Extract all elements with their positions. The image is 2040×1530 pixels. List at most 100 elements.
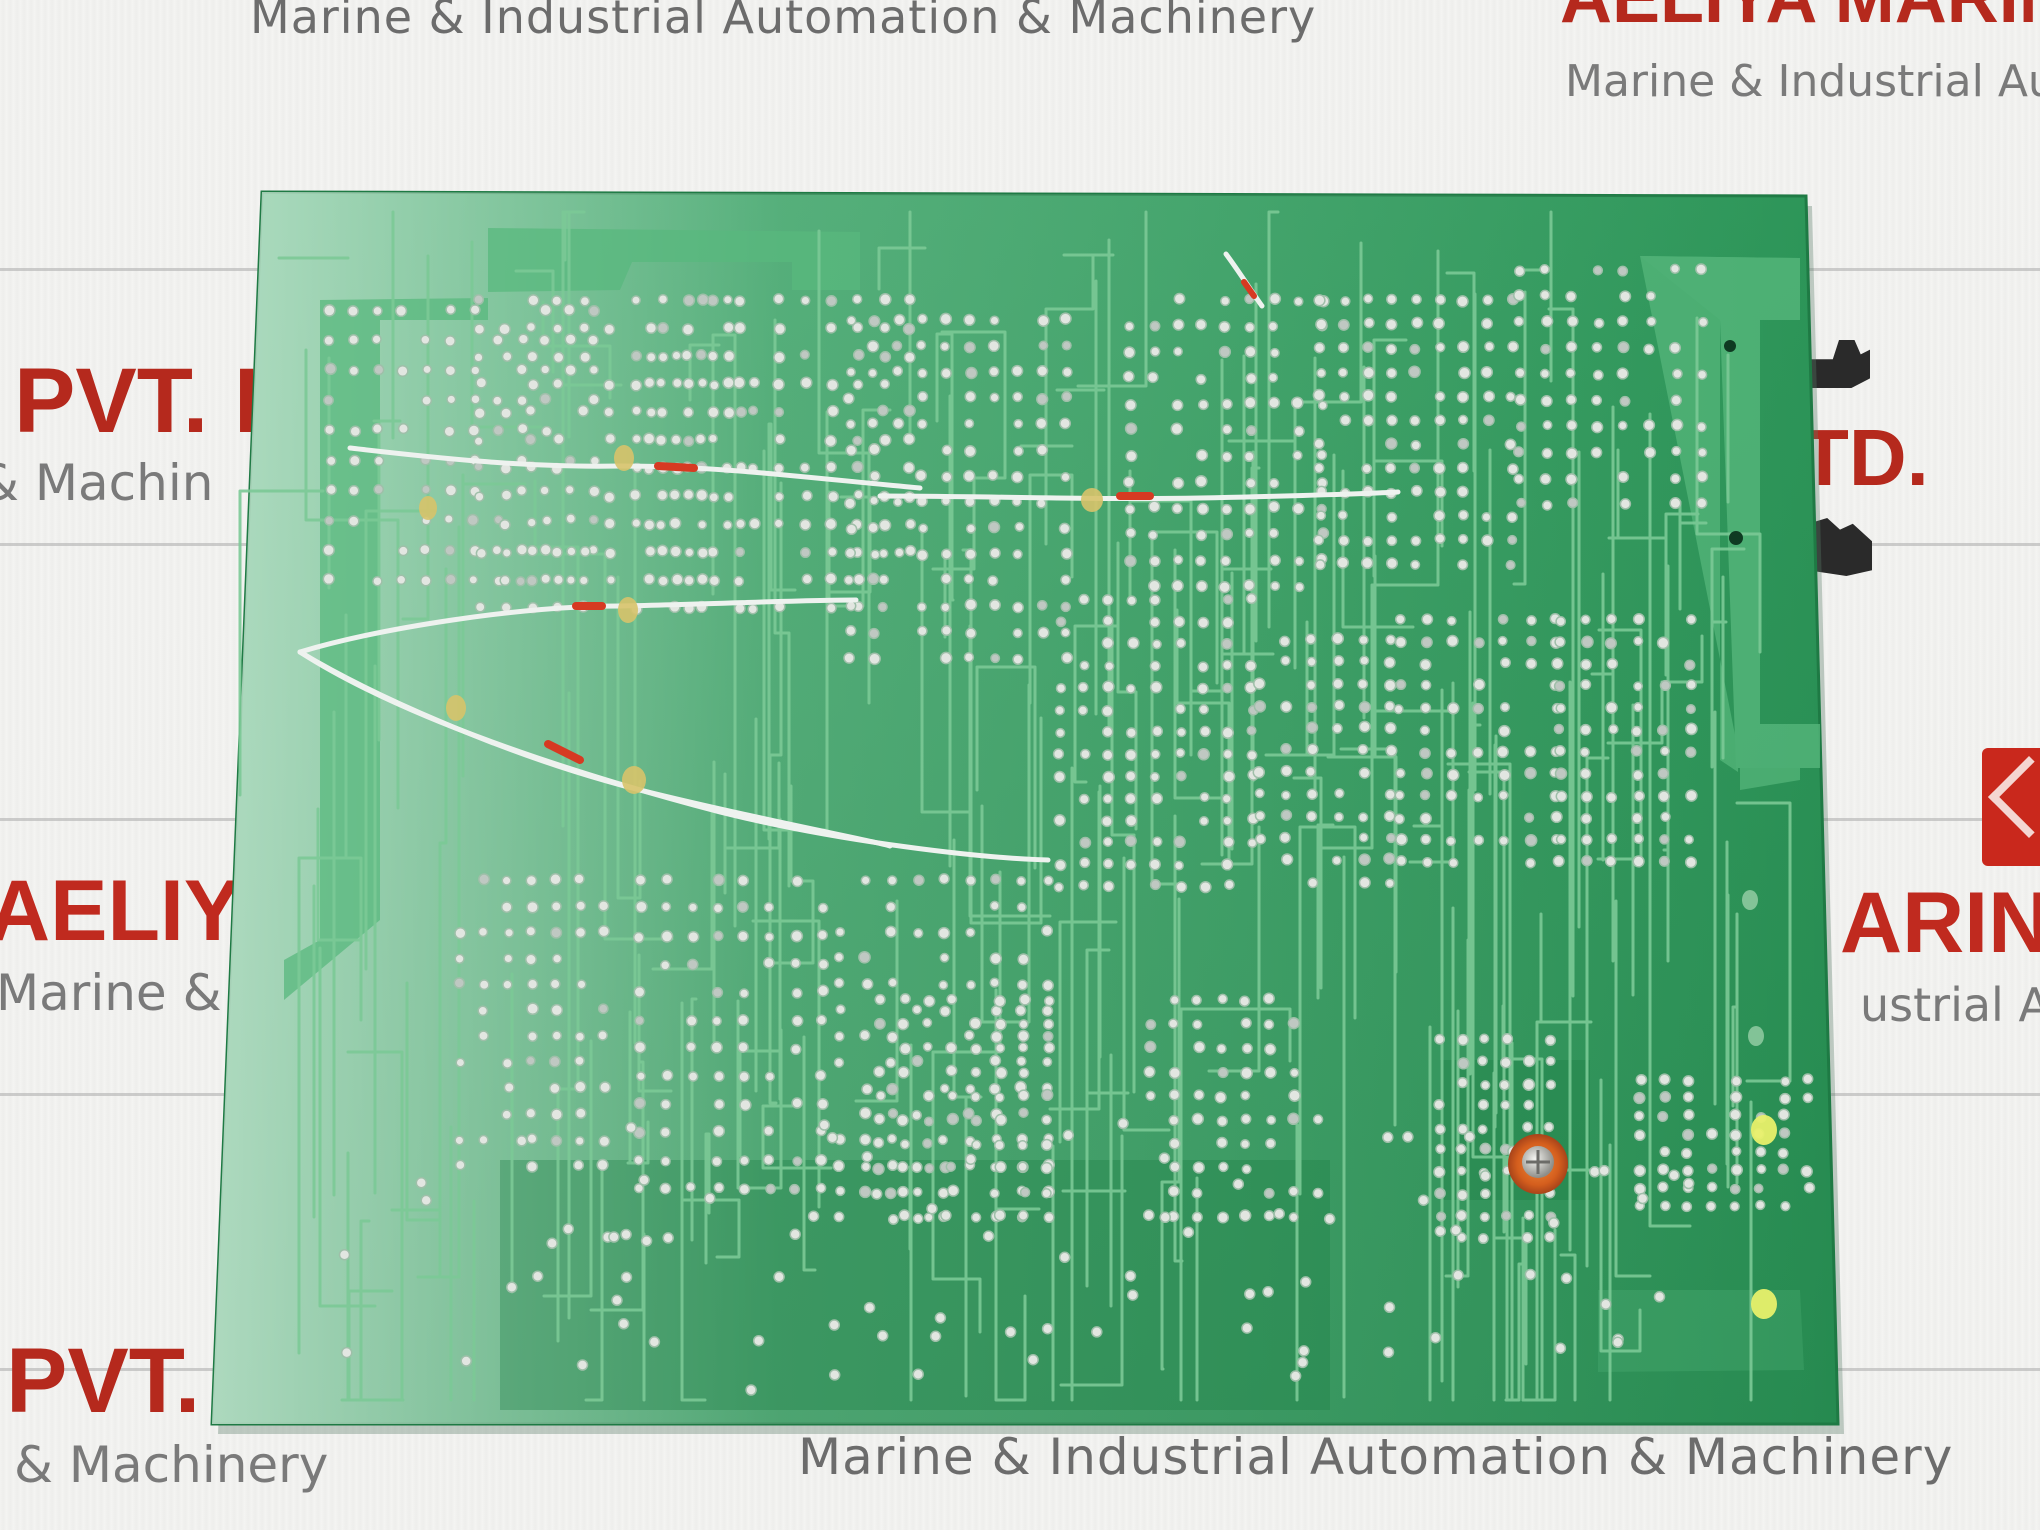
solder-pad xyxy=(937,1134,949,1146)
solder-pad xyxy=(373,484,385,495)
pcb-trace xyxy=(751,919,821,1209)
solder-pad xyxy=(708,491,720,503)
solder-pad xyxy=(982,1230,995,1242)
solder-pad xyxy=(835,926,846,938)
solder-pad xyxy=(1058,522,1071,535)
solder-pad xyxy=(800,295,811,306)
solder-pad xyxy=(454,1135,465,1146)
solder-pad xyxy=(1499,1056,1512,1069)
solder-pad xyxy=(989,315,1000,326)
solder-pad xyxy=(657,322,669,334)
solder-pad xyxy=(878,574,890,585)
solder-pad xyxy=(597,1030,608,1041)
solder-pad xyxy=(1657,1181,1669,1193)
solder-pad xyxy=(645,321,658,335)
solder-pad xyxy=(645,351,657,363)
solder-pad xyxy=(877,404,889,417)
solder-pad xyxy=(531,1270,544,1282)
solder-pad xyxy=(473,323,486,336)
solder-pad xyxy=(1452,1269,1464,1281)
solder-pad xyxy=(1434,391,1446,402)
solder-pad xyxy=(1555,834,1567,845)
solder-pad xyxy=(843,652,855,664)
solder-pad xyxy=(1565,367,1576,379)
solder-pad xyxy=(1395,833,1408,846)
solder-pad xyxy=(1632,769,1644,781)
solder-pad xyxy=(340,1346,353,1359)
solder-pad xyxy=(917,391,929,403)
solder-pad xyxy=(1604,637,1617,650)
solder-pad xyxy=(668,516,682,530)
screw-mount-icon xyxy=(1508,1134,1568,1194)
solder-pad xyxy=(1685,722,1698,736)
solder-pad xyxy=(1554,636,1566,648)
solder-pad xyxy=(1592,369,1604,381)
solder-pad xyxy=(1040,1138,1053,1151)
solder-pad xyxy=(1630,725,1643,738)
solder-pad xyxy=(323,424,336,436)
solder-pad xyxy=(860,1161,872,1172)
solder-pad xyxy=(1409,415,1421,427)
solder-pad xyxy=(867,521,879,534)
solder-pad xyxy=(467,424,481,437)
solder-pad xyxy=(1409,343,1421,355)
solder-pad xyxy=(843,574,855,586)
solder-pad xyxy=(918,523,929,534)
solder-pad xyxy=(815,1014,828,1026)
solder-pad xyxy=(748,405,759,416)
solder-pad xyxy=(1238,995,1251,1007)
solder-pad xyxy=(588,514,599,525)
solder-pad xyxy=(825,294,838,307)
solder-pad xyxy=(1197,748,1210,761)
solder-pad xyxy=(371,423,383,435)
solder-pad xyxy=(603,406,615,418)
solder-pad xyxy=(1333,699,1345,711)
solder-pad xyxy=(1102,749,1114,761)
solder-pad xyxy=(873,1017,886,1030)
solder-pad xyxy=(444,573,457,586)
solder-pad xyxy=(1017,1089,1030,1102)
solder-pad xyxy=(687,930,700,943)
solder-pad xyxy=(1101,636,1115,650)
solder-pad xyxy=(737,874,750,887)
solder-pad xyxy=(566,546,577,557)
solder-pad xyxy=(886,1031,899,1044)
solder-pad xyxy=(1195,449,1209,462)
solder-pad xyxy=(1173,835,1186,849)
pcb-trace xyxy=(1122,856,1171,1132)
watermark-top-right-brand: AELIYA MARINE xyxy=(1560,0,2040,34)
solder-pad xyxy=(970,1212,982,1223)
solder-pad xyxy=(1383,679,1397,692)
solder-pad xyxy=(722,321,735,334)
solder-pad xyxy=(552,433,565,445)
solder-pad xyxy=(1041,1322,1054,1335)
solder-pad xyxy=(659,1182,672,1195)
solder-pad xyxy=(643,376,656,389)
solder-pad xyxy=(1041,1188,1052,1199)
pcb-trace xyxy=(1695,316,1762,654)
solder-pad xyxy=(372,575,383,587)
solder-pad xyxy=(541,425,553,438)
pcb-trace xyxy=(238,489,325,797)
solder-pad xyxy=(884,1187,897,1200)
solder-pad xyxy=(1410,439,1422,451)
solder-pad xyxy=(1145,1090,1156,1101)
solder-pad xyxy=(706,546,719,558)
pcb-trace xyxy=(1648,412,1692,1228)
solder-pad xyxy=(1657,790,1670,803)
solder-pad xyxy=(733,295,746,308)
pcb-trace xyxy=(1316,823,1335,1000)
solder-pad xyxy=(1055,682,1067,694)
solder-pad xyxy=(1566,315,1579,328)
solder-pad xyxy=(738,1183,751,1196)
pcb-trace xyxy=(1664,512,1700,677)
solder-pad xyxy=(588,364,600,376)
solder-pad xyxy=(939,952,950,963)
solder-pad xyxy=(587,393,600,406)
solder-pad xyxy=(877,601,888,613)
watermark-bottom-left-sub: & Machinery xyxy=(14,1436,329,1494)
solder-pad xyxy=(791,1014,804,1027)
solder-pad xyxy=(1544,1231,1556,1243)
solder-pad xyxy=(1633,790,1645,802)
solder-pad xyxy=(1682,1165,1694,1177)
